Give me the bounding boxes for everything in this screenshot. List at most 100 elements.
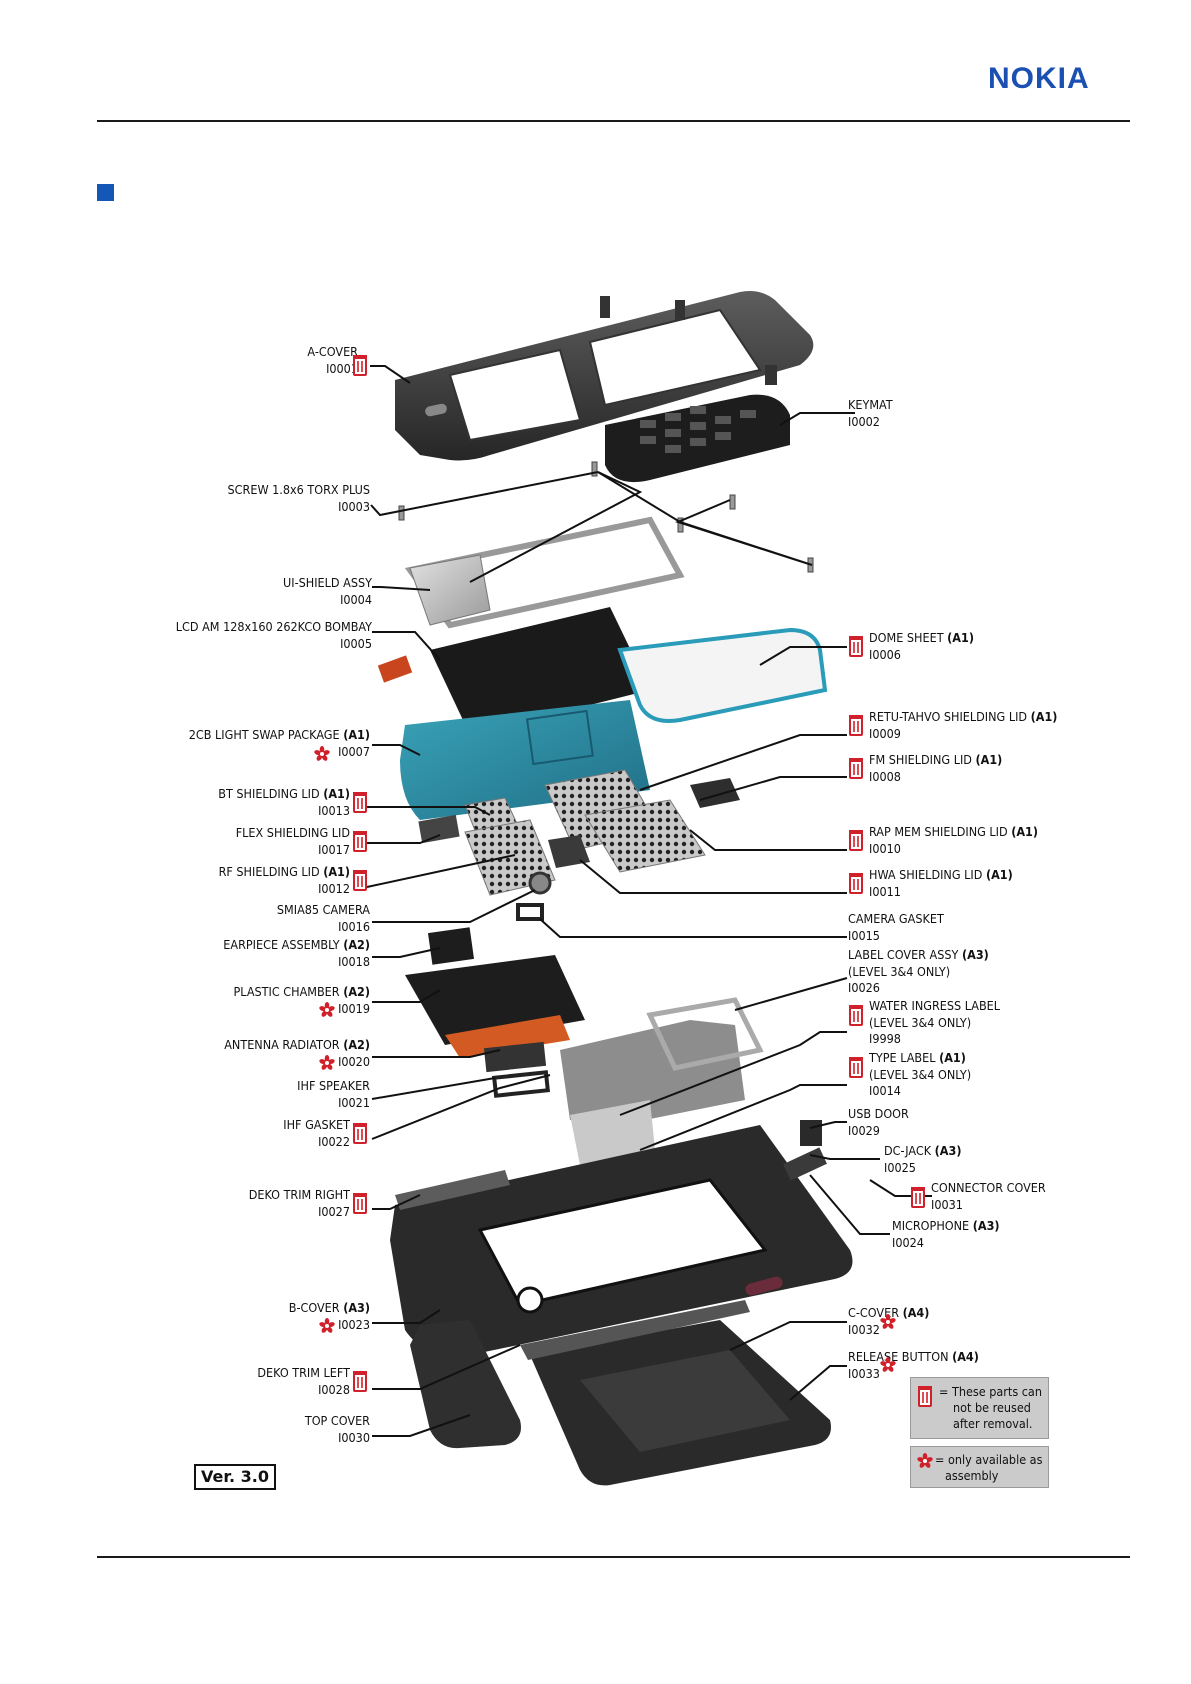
part-code: I0028: [318, 1381, 350, 1397]
bin-icon: [849, 715, 863, 736]
part-name: WATER INGRESS LABEL: [869, 998, 1001, 1013]
bin-icon: [911, 1187, 925, 1208]
label-ihf-speaker: IHF SPEAKER I0021: [250, 1078, 370, 1111]
part-code: I0011: [869, 883, 901, 899]
part-name: BT SHIELDING LID: [218, 786, 320, 801]
label-connector-cover: CONNECTOR COVER I0031: [931, 1180, 1046, 1213]
bin-icon: [918, 1386, 932, 1407]
label-type-label: TYPE LABEL (A1) (LEVEL 3&4 ONLY) I0014: [869, 1050, 971, 1100]
part-code: I0005: [340, 635, 372, 651]
label-rap: RAP MEM SHIELDING LID (A1) I0010: [869, 824, 1038, 857]
label-top-cover: TOP COVER I0030: [260, 1413, 370, 1446]
part-name: KEYMAT: [848, 397, 893, 412]
footer-rule: [97, 1556, 1130, 1558]
part-tag: (A3): [343, 1300, 370, 1315]
label-pcb: 2CB LIGHT SWAP PACKAGE (A1) I0007: [160, 727, 370, 760]
part-code: I0031: [931, 1196, 963, 1212]
bin-icon: [353, 1371, 367, 1392]
part-name: A-COVER: [307, 344, 358, 359]
star-icon: [319, 1055, 335, 1070]
part-name: RAP MEM SHIELDING LID: [869, 824, 1008, 839]
bin-icon: [353, 1123, 367, 1144]
legend-bin-line: not be reused: [953, 1400, 1031, 1415]
label-retu: RETU-TAHVO SHIELDING LID (A1) I0009: [869, 709, 1057, 742]
part-code: I0022: [318, 1133, 350, 1149]
star-icon: [880, 1314, 896, 1329]
label-fm: FM SHIELDING LID (A1) I0008: [869, 752, 1002, 785]
part-code: I0033: [848, 1365, 880, 1381]
part-name: CONNECTOR COVER: [931, 1180, 1046, 1195]
shielding-lids-shape: [418, 769, 740, 896]
part-code: I0003: [338, 498, 370, 514]
label-ihf-gasket: IHF GASKET I0022: [250, 1117, 350, 1150]
label-flex: FLEX SHIELDING LID I0017: [200, 825, 350, 858]
part-code: I0021: [338, 1094, 370, 1110]
part-code: I0006: [869, 646, 901, 662]
part-code: I0009: [869, 725, 901, 741]
part-code: I0027: [318, 1203, 350, 1219]
part-tag: (A4): [952, 1349, 979, 1364]
label-water-ingress: WATER INGRESS LABEL (LEVEL 3&4 ONLY) I99…: [869, 998, 1000, 1048]
label-earpiece: EARPIECE ASSEMBLY (A2) I0018: [200, 937, 370, 970]
bin-icon: [353, 355, 367, 376]
part-name: EARPIECE ASSEMBLY: [223, 937, 340, 952]
star-icon: [319, 1318, 335, 1333]
part-tag: (A2): [343, 1037, 370, 1052]
bin-icon: [849, 873, 863, 894]
star-icon: [314, 746, 330, 761]
bin-icon: [353, 792, 367, 813]
part-name: TYPE LABEL: [869, 1050, 936, 1065]
legend-star-line: assembly: [945, 1468, 999, 1483]
legend-star: = only available as assembly: [910, 1446, 1049, 1488]
ui-shield-shape: [404, 516, 685, 629]
part-tag: (A4): [902, 1305, 930, 1320]
part-code: I0030: [338, 1429, 370, 1445]
part-name: B-COVER: [288, 1300, 340, 1315]
label-dome-sheet: DOME SHEET (A1) I0006: [869, 630, 974, 663]
part-tag: (A3): [972, 1218, 1000, 1233]
part-code: I0024: [892, 1234, 924, 1250]
part-code: I0002: [848, 413, 880, 429]
legend-star-line: = only available as: [935, 1452, 1043, 1467]
label-keymat: KEYMAT I0002: [848, 397, 893, 430]
section-marker: [97, 184, 114, 201]
part-name: CAMERA GASKET: [848, 911, 944, 926]
label-release-button: RELEASE BUTTON (A4) I0033: [848, 1349, 979, 1382]
part-tag: (A1): [939, 1050, 966, 1065]
part-name: LABEL COVER ASSY: [848, 947, 959, 962]
camera-shape: [528, 871, 552, 895]
bin-icon: [353, 870, 367, 891]
part-code: I0014: [869, 1083, 901, 1098]
part-tag: (A1): [343, 727, 370, 742]
label-deko-left: DEKO TRIM LEFT I0028: [230, 1365, 350, 1398]
part-code: I0012: [318, 880, 350, 896]
bin-icon: [353, 831, 367, 852]
camera-gasket-shape: [516, 903, 544, 921]
label-dc-jack: DC-JACK (A3) I0025: [884, 1143, 961, 1176]
part-name: DEKO TRIM LEFT: [257, 1365, 350, 1380]
part-note: (LEVEL 3&4 ONLY): [848, 963, 951, 979]
bin-icon: [849, 1005, 863, 1026]
part-name: FLEX SHIELDING LID: [235, 825, 350, 840]
bin-icon: [849, 1057, 863, 1078]
label-lcd: LCD AM 128x160 262KCO BOMBAY I0005: [160, 619, 372, 652]
label-microphone: MICROPHONE (A3) I0024: [892, 1218, 1000, 1251]
label-antenna: ANTENNA RADIATOR (A2) I0020: [200, 1037, 370, 1070]
c-cover-shape: [410, 1300, 831, 1486]
bin-icon: [849, 636, 863, 657]
version-badge: Ver. 3.0: [194, 1464, 276, 1490]
part-tag: (A1): [985, 867, 1013, 882]
label-bt: BT SHIELDING LID (A1) I0013: [190, 786, 350, 819]
nokia-logo: NOKIA: [988, 62, 1090, 95]
lcd-shape: [377, 607, 650, 735]
part-tag: (A1): [323, 864, 350, 879]
label-screw: SCREW 1.8x6 TORX PLUS I0003: [200, 482, 370, 515]
part-code: I0032: [848, 1321, 880, 1337]
bin-icon: [849, 758, 863, 779]
leader-lines: [366, 365, 932, 1437]
part-name: RF SHIELDING LID: [218, 864, 320, 879]
a-cover-shape: [395, 291, 814, 461]
legend-bin-line: after removal.: [953, 1416, 1033, 1431]
